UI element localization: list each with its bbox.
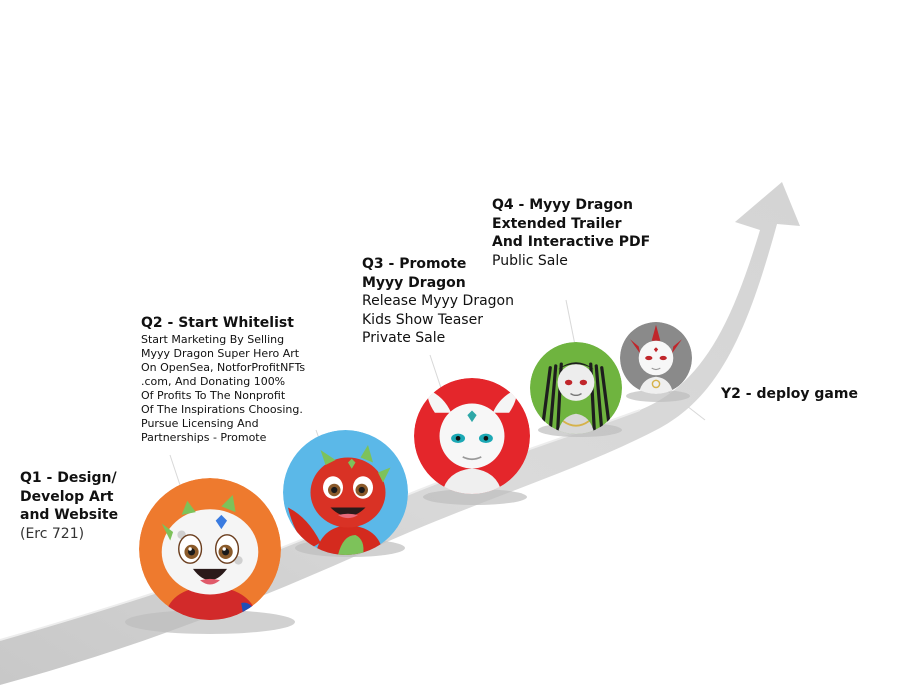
milestone-q1-description: (Erc 721)	[20, 525, 85, 542]
milestone-q4-description: Public Sale	[492, 252, 568, 269]
milestone-q1: Q1 - Design/ Develop Art and Website (Er…	[20, 469, 150, 543]
milestone-q3-description: Release Myyy Dragon Kids Show Teaser Pri…	[362, 293, 514, 346]
red-dragon-icon	[283, 430, 408, 555]
milestone-q1-title: Q1 - Design/ Develop Art and Website	[20, 470, 119, 523]
white-dragon-red-horns-icon	[620, 322, 692, 394]
milestone-y2-title: Y2 - deploy game	[721, 386, 858, 402]
milestone-q2-title: Q2 - Start Whitelist	[141, 315, 294, 331]
milestone-q4: Q4 - Myyy Dragon Extended Trailer And In…	[492, 196, 692, 270]
milestone-q2-description: Start Marketing By Selling Myyy Dragon S…	[141, 332, 306, 444]
white-dragon-red-bg-icon	[414, 378, 530, 494]
milestone-q2: Q2 - Start Whitelist Start Marketing By …	[141, 314, 351, 445]
road-body	[0, 182, 800, 685]
milestone-q3-title: Q3 - Promote Myyy Dragon	[362, 256, 467, 291]
milestone-q4-title: Q4 - Myyy Dragon Extended Trailer And In…	[492, 197, 651, 250]
dreadlock-dragon-icon	[530, 342, 622, 434]
milestone-q3: Q3 - Promote Myyy Dragon Release Myyy Dr…	[362, 255, 562, 348]
baby-white-dragon-icon	[139, 478, 281, 620]
milestone-y2: Y2 - deploy game	[721, 385, 901, 404]
